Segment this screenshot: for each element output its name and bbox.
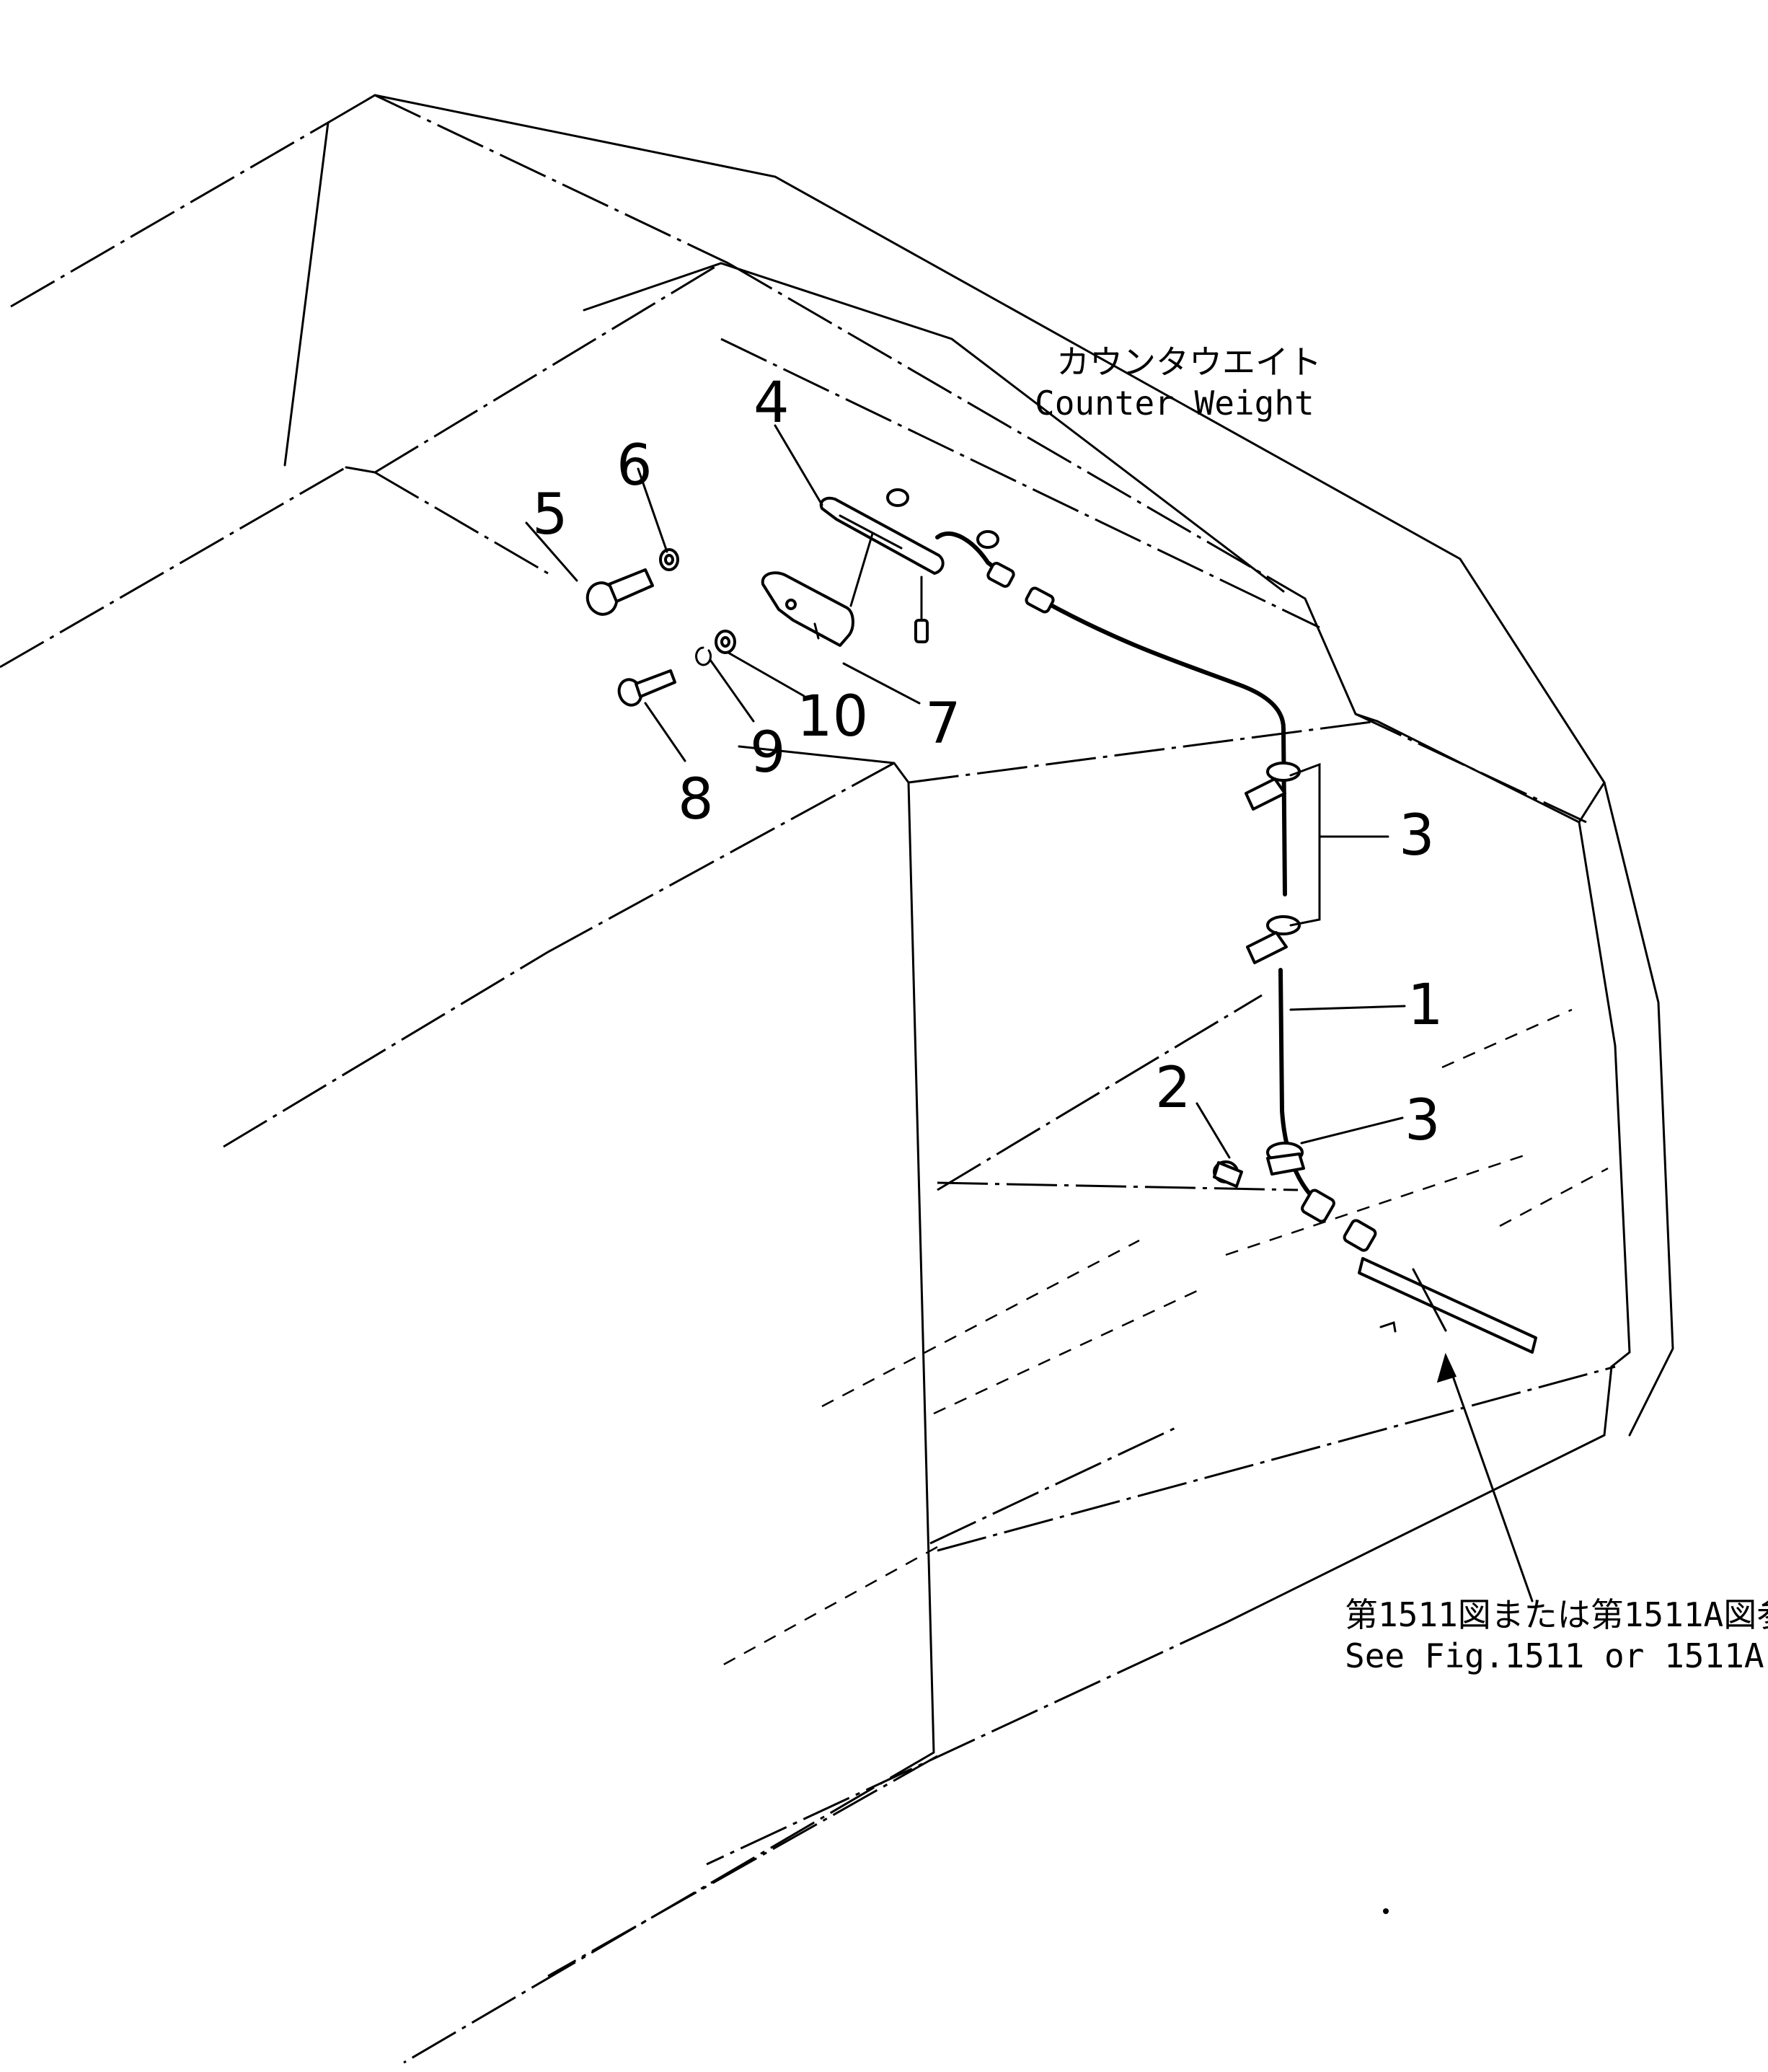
clip-part-2 <box>1213 1160 1243 1188</box>
see-fig-label-en: See Fig.1511 or 1511A <box>1345 1636 1764 1675</box>
bolt-part-8 <box>617 669 676 707</box>
bracket-part-7 <box>761 571 854 647</box>
callout-3-upper: 3 <box>1399 803 1435 868</box>
clamp-lower <box>1266 1142 1305 1176</box>
callout-10: 10 <box>797 684 868 749</box>
connectors <box>886 488 1537 1354</box>
counter-weight-label-jp: カウンタウエイト <box>1056 343 1322 382</box>
machine-body-outline <box>0 94 1674 2064</box>
washer-part-10 <box>715 630 736 654</box>
bracket-part-4 <box>819 496 945 643</box>
callout-8: 8 <box>678 767 714 832</box>
spring-washer-part-9 <box>695 646 712 666</box>
callout-7: 7 <box>925 692 961 757</box>
text-labels: カウンタウエイト Counter Weight 第1511図または第1511A図… <box>1035 343 1768 1675</box>
callout-4: 4 <box>753 371 790 436</box>
clamp-upper-1 <box>1245 762 1301 811</box>
callout-9: 9 <box>750 720 786 785</box>
callout-3-lower: 3 <box>1405 1088 1441 1153</box>
callout-1: 1 <box>1407 973 1444 1038</box>
washer-part-6 <box>659 548 679 571</box>
callout-5: 5 <box>532 482 568 547</box>
callout-2: 2 <box>1155 1056 1191 1121</box>
clamp-upper-2 <box>1246 915 1301 964</box>
see-fig-label-jp: 第1511図または第1511A図参照 <box>1345 1595 1768 1634</box>
harness-wire <box>935 532 1318 1203</box>
callout-6: 6 <box>616 433 653 498</box>
leader-lines <box>525 424 1534 1914</box>
bolt-part-5 <box>585 568 654 616</box>
counter-weight-label-en: Counter Weight <box>1035 384 1314 423</box>
callout-numbers: 4 6 5 10 7 9 8 3 1 2 3 <box>532 371 1444 1153</box>
